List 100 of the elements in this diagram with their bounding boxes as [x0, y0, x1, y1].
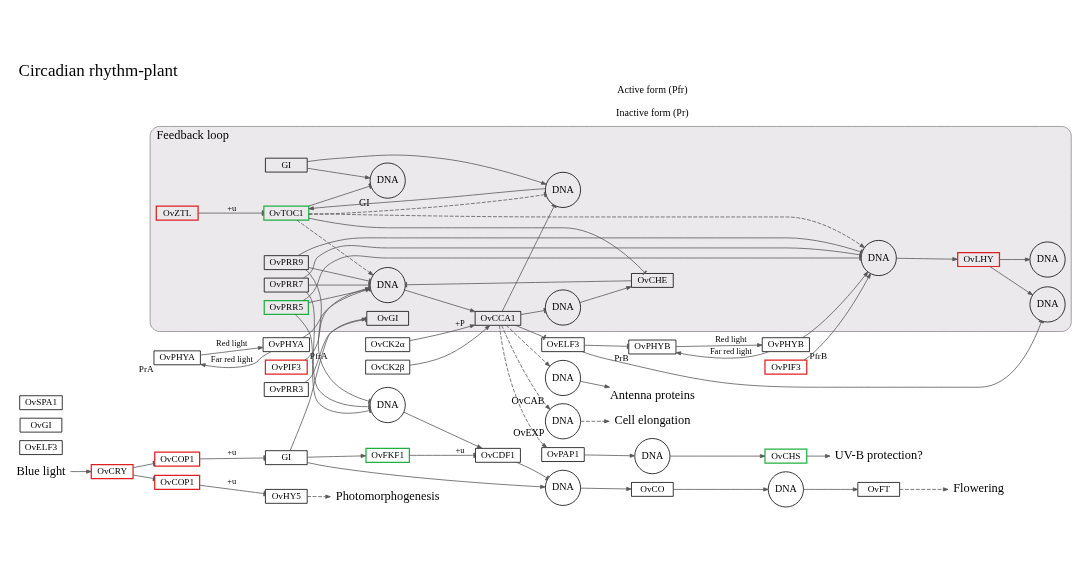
connector	[308, 183, 372, 207]
node-box: OvPRR9	[263, 255, 309, 270]
node-label: PfrB	[809, 351, 828, 362]
connector	[133, 474, 156, 482]
node-box: OvZTL	[155, 205, 199, 221]
node-label: PrB	[614, 353, 629, 364]
arrow	[669, 454, 766, 459]
edge-label: Far red light	[709, 345, 752, 356]
node-circle: DNA	[767, 471, 804, 508]
node-circle: DNA	[634, 438, 671, 475]
arrow	[580, 486, 632, 491]
node-box: OvPRR5	[263, 299, 309, 316]
node-box: OvSPA1	[19, 395, 63, 411]
node-box: OvPHYB	[761, 337, 810, 352]
arrow	[200, 351, 272, 368]
connector	[199, 484, 266, 497]
connector	[515, 325, 547, 341]
arrow	[306, 453, 367, 458]
arrow	[306, 167, 371, 180]
arrow	[308, 213, 865, 249]
edge-label: Red light	[715, 334, 747, 345]
node-label: PrA	[138, 364, 154, 375]
node-box: GI	[265, 157, 308, 173]
connector	[197, 210, 264, 216]
connector	[520, 307, 546, 315]
connector	[133, 460, 156, 468]
arrow	[505, 325, 551, 367]
node-label: OvCAB	[511, 394, 545, 406]
node-text: Cell elongation	[614, 413, 691, 428]
node-box: OvLHY	[957, 251, 1001, 268]
node-box: OvPAP1	[541, 447, 585, 462]
label: Active form (Pfr)	[617, 84, 688, 96]
arrow	[403, 411, 483, 449]
node-box: OvCK2α	[365, 337, 411, 352]
node-box: OvFKF1	[365, 447, 410, 463]
arrow	[499, 325, 548, 448]
node-box: OvPHYA	[153, 350, 201, 366]
arrow	[673, 487, 769, 492]
connector	[409, 452, 476, 459]
edge-label: Red light	[216, 338, 248, 349]
arrow	[409, 324, 476, 341]
arrow	[803, 273, 871, 361]
edge-label: +u	[227, 202, 237, 213]
arrow	[801, 271, 869, 339]
node-text: UV-B protection?	[834, 448, 923, 463]
arrow	[899, 487, 949, 492]
node-label: PfrA	[309, 351, 328, 362]
node-box: OvCO	[631, 482, 674, 497]
arrow	[583, 453, 636, 458]
arrow	[803, 487, 859, 492]
edge-label: Far red light	[210, 353, 253, 364]
node-box: OvFT	[857, 482, 900, 497]
label: Inactive form (Pr)	[616, 106, 689, 118]
connector	[304, 316, 367, 383]
edge-label: +u	[455, 444, 465, 455]
node-box: OvGI	[19, 417, 63, 433]
node-label: GI	[359, 197, 370, 209]
arrow	[306, 154, 547, 185]
arrow	[501, 325, 551, 410]
edge-label: +u	[227, 447, 237, 458]
arrow	[289, 317, 368, 451]
node-box: OvCK2β	[365, 359, 411, 375]
arrow	[200, 346, 264, 356]
arrow	[580, 419, 610, 424]
arrow	[409, 325, 491, 366]
arrow	[306, 494, 331, 499]
node-box: OvELF3	[19, 440, 63, 455]
node-box: OvPRR7	[263, 277, 309, 293]
arrow	[70, 469, 92, 474]
arrow	[306, 462, 546, 489]
arrow	[296, 219, 374, 276]
node-box: OvCRY	[90, 464, 134, 480]
edge-label: +u	[227, 475, 237, 486]
connector	[404, 280, 632, 288]
node-text: Flowering	[953, 481, 1005, 496]
arrow	[404, 289, 476, 313]
node-text: Photomorphogenesis	[335, 489, 440, 504]
arrow	[579, 286, 632, 303]
arrow	[989, 266, 1033, 296]
node-box: OvPHYA	[262, 337, 310, 352]
node-box: OvPIF3	[264, 359, 308, 375]
connector	[583, 343, 630, 350]
node-label: OvEXP	[513, 427, 545, 439]
arrow	[896, 257, 958, 262]
node-box: OvPIF3	[764, 359, 808, 375]
diagram-title: Circadian rhythm-plant	[18, 60, 178, 80]
connector	[581, 320, 1045, 388]
arrow	[579, 380, 610, 389]
arrow	[675, 351, 770, 359]
node-box: OvCCA1	[474, 311, 522, 326]
arrow	[675, 343, 763, 348]
node-box: OvPRR3	[263, 382, 309, 397]
edge-label: +P	[455, 317, 465, 328]
node-text: Antenna proteins	[609, 387, 695, 402]
connector	[501, 204, 557, 312]
connector	[516, 462, 550, 481]
node-box: OvCHS	[764, 448, 808, 464]
arrow	[806, 454, 831, 459]
node-text: Blue light	[16, 463, 66, 478]
node-circle: DNA	[1029, 241, 1066, 278]
